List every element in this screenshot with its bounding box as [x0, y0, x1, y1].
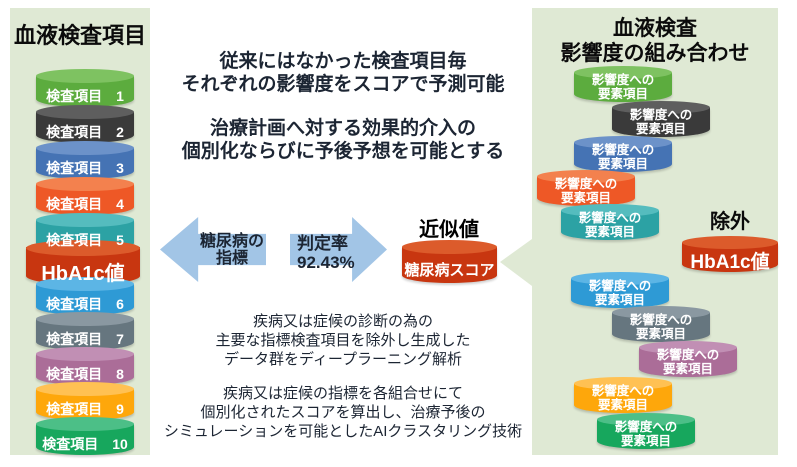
disk-label: 影響度への要素項目	[629, 108, 693, 136]
disk-label: 影響度への要素項目	[591, 384, 655, 412]
cylinder-cap	[402, 240, 497, 254]
cylinder-cap	[571, 272, 669, 285]
headline-line: 従来にはなかった検査項目毎	[219, 51, 467, 72]
cylinder-cap	[537, 170, 635, 183]
cylinder-cap	[639, 341, 737, 354]
cylinder-cap	[561, 204, 659, 217]
left-arrow-text: 糖尿病の 指標	[196, 233, 268, 267]
cylinder-cap	[36, 312, 134, 326]
influence-disk-4: 影響度への要素項目	[537, 170, 635, 206]
paragraph-line: 疾病又は症候の診断の為の	[252, 313, 433, 330]
diabetes-score-disk: 糖尿病スコア	[402, 240, 497, 283]
cylinder-cap	[612, 101, 710, 114]
influence-disk-10: 影響度への要素項目	[597, 413, 695, 449]
test-item-disk-9: 検査項目 9	[36, 382, 134, 420]
headline-line: 治療計画へ対する効果的介入の	[209, 118, 476, 139]
test-item-disk-1: 検査項目 1	[36, 69, 134, 107]
cylinder-cap	[36, 347, 134, 361]
cylinder-cap	[612, 306, 710, 319]
disk-label: HbA1c値	[41, 263, 125, 285]
paragraph-block-1: 疾病又は症候の診断の為の 主要な指標検査項目を除外し生成した データ群をディープ…	[152, 312, 534, 369]
test-item-disk-4: 検査項目 4	[36, 177, 134, 215]
approx-value-label: 近似値	[419, 219, 479, 241]
cylinder-cap	[574, 66, 672, 79]
disk-label: 糖尿病スコア	[404, 262, 495, 279]
disk-label: 影響度への要素項目	[591, 143, 655, 171]
influence-disk-3: 影響度への要素項目	[574, 136, 672, 172]
cylinder-cap	[36, 382, 134, 396]
exclusion-label: 除外	[710, 211, 750, 233]
arrow-text-line: 92.43%	[297, 253, 355, 272]
disk-label: 影響度への要素項目	[554, 177, 618, 205]
paragraph-line: 疾病又は症候の指標を各組合せにて	[222, 385, 463, 402]
test-item-disk-2: 検査項目 2	[36, 105, 134, 143]
cylinder-cap	[574, 377, 672, 390]
headline-block-1: 従来にはなかった検査項目毎 それぞれの影響度をスコアで予測可能	[152, 50, 534, 96]
headline-line: それぞれの影響度をスコアで予測可能	[181, 74, 505, 95]
test-item-disk-8: 検査項目 8	[36, 347, 134, 385]
influence-disk-5: 影響度への要素項目	[561, 204, 659, 240]
cylinder-cap	[36, 277, 134, 291]
left-panel-title: 血液検査項目	[13, 23, 146, 48]
disk-label: 影響度への要素項目	[588, 279, 652, 307]
arrow-text-line: 判定率	[297, 234, 348, 253]
test-item-disk-5: 検査項目 5	[36, 213, 134, 251]
arrow-text-line: 糖尿病の	[199, 233, 264, 250]
paragraph-line: データ群をディープラーニング解析	[223, 351, 463, 368]
right-panel-title-line: 血液検査	[613, 17, 697, 40]
cylinder-cap	[36, 177, 134, 191]
cylinder-cap	[36, 105, 134, 119]
cylinder-cap	[36, 417, 134, 431]
cylinder-cap	[682, 236, 778, 249]
influence-disk-2: 影響度への要素項目	[612, 101, 710, 137]
paragraph-line: 主要な指標検査項目を除外し生成した	[215, 332, 471, 349]
disk-label: 影響度への要素項目	[629, 313, 693, 341]
disk-label: HbA1c値	[690, 252, 770, 273]
disk-label: 検査項目 5	[46, 232, 124, 248]
cylinder-cap	[36, 141, 134, 155]
hba1c-disk-left: HbA1c値	[26, 240, 140, 285]
influence-disk-8: 影響度への要素項目	[639, 341, 737, 377]
headline-block-2: 治療計画へ対する効果的介入の 個別化ならびに予後予想を可能とする	[152, 117, 534, 163]
influence-disk-1: 影響度への要素項目	[574, 66, 672, 102]
cylinder-cap	[36, 69, 134, 83]
panel-callout-pointer	[500, 239, 532, 286]
disk-label: 影響度への要素項目	[614, 420, 678, 448]
hba1c-disk-excluded: HbA1c値	[682, 236, 778, 273]
disk-label: 検査項目 3	[46, 160, 124, 176]
disk-label: 検査項目 7	[46, 331, 124, 347]
test-item-disk-3: 検査項目 3	[36, 141, 134, 179]
test-item-disk-10: 検査項目 10	[36, 417, 134, 455]
disk-label: 検査項目 6	[46, 296, 124, 312]
paragraph-line: シミュレーションを可能としたAIクラスタリング技術	[163, 423, 523, 440]
test-item-disk-7: 検査項目 7	[36, 312, 134, 350]
cylinder-cap	[597, 413, 695, 426]
right-panel-title: 血液検査 影響度の組み合わせ	[532, 16, 778, 66]
influence-disk-9: 影響度への要素項目	[574, 377, 672, 413]
disk-label: 検査項目 4	[46, 196, 124, 212]
disk-label: 検査項目 8	[46, 366, 124, 382]
influence-disk-6: 影響度への要素項目	[571, 272, 669, 308]
paragraph-block-2: 疾病又は症候の指標を各組合せにて 個別化されたスコアを算出し、治療予後の シミュ…	[152, 384, 534, 441]
disk-label: 影響度への要素項目	[578, 211, 642, 239]
disk-label: 検査項目 2	[46, 124, 124, 140]
disk-label: 影響度への要素項目	[656, 348, 720, 376]
test-item-disk-6: 検査項目 6	[36, 277, 134, 315]
disk-label: 検査項目 10	[42, 436, 128, 452]
arrow-text-line: 指標	[215, 250, 248, 267]
cylinder-cap	[26, 240, 140, 256]
cylinder-cap	[36, 213, 134, 227]
cylinder-cap	[574, 136, 672, 149]
disk-label: 影響度への要素項目	[591, 73, 655, 101]
disk-label: 検査項目 9	[46, 401, 124, 417]
headline-line: 個別化ならびに予後予想を可能とする	[181, 141, 505, 162]
paragraph-line: 個別化されたスコアを算出し、治療予後の	[200, 404, 486, 421]
right-arrow-text: 判定率 92.43%	[297, 234, 355, 272]
right-panel-title-line: 影響度の組み合わせ	[560, 42, 750, 65]
influence-disk-7: 影響度への要素項目	[612, 306, 710, 342]
disk-label: 検査項目 1	[46, 88, 124, 104]
